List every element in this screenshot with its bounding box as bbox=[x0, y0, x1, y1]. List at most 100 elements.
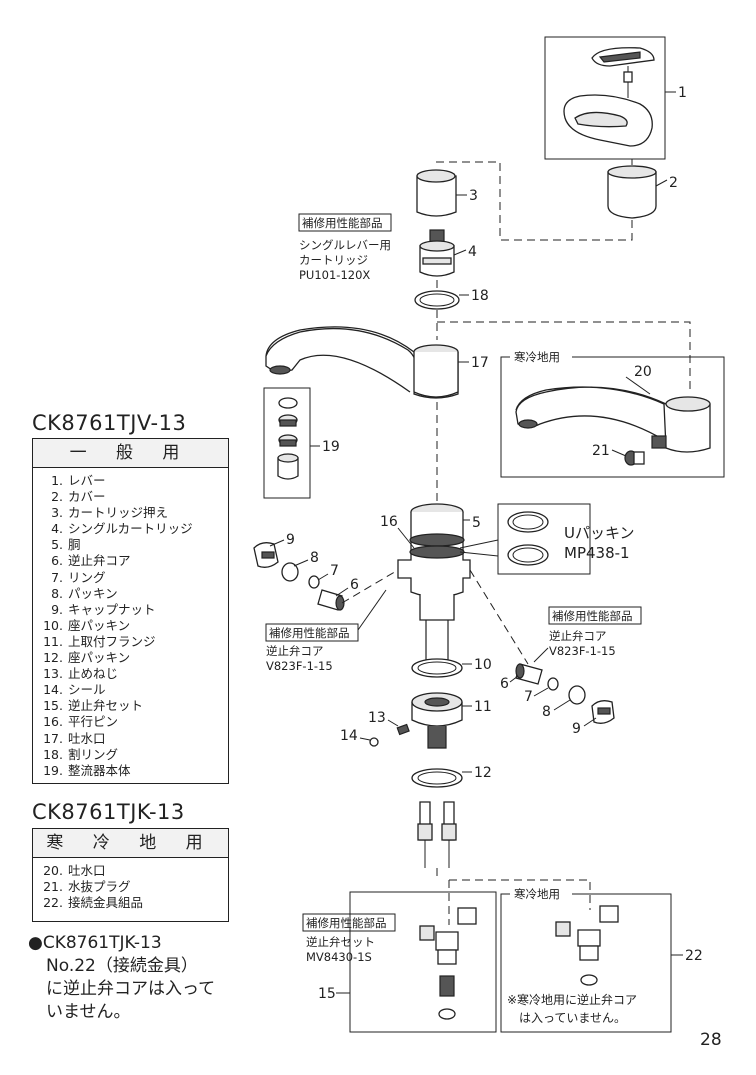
part-name: 座パッキン bbox=[68, 650, 131, 666]
part-list-item: 17.吐水口 bbox=[39, 731, 228, 747]
part-number: 14. bbox=[43, 682, 63, 698]
label-9b: 9 bbox=[572, 721, 581, 737]
part-name: 接続金具組品 bbox=[68, 895, 144, 911]
part-list-item: 5.胴 bbox=[39, 537, 228, 553]
part-name: カバー bbox=[68, 489, 106, 505]
part-name: シール bbox=[68, 682, 106, 698]
label-3: 3 bbox=[469, 188, 478, 204]
service-tag-cartridge-text: 補修用性能部品 bbox=[302, 216, 383, 230]
right-ring-part bbox=[547, 677, 559, 691]
model-general-title: CK8761TJV-13 bbox=[32, 411, 187, 435]
part-list-item: 19.整流器本体 bbox=[39, 763, 228, 779]
note-line-3: に逆止弁コアは入って bbox=[46, 979, 216, 999]
part-name: 止めねじ bbox=[68, 666, 119, 682]
label-15: 15 bbox=[318, 986, 336, 1002]
cover-part bbox=[607, 165, 657, 219]
label-14: 14 bbox=[340, 728, 358, 744]
part-number: 5. bbox=[51, 537, 63, 553]
note-block: ●CK8761TJK-13 No.22（接続金具） に逆止弁コアは入って いませ… bbox=[28, 932, 215, 1024]
label-17: 17 bbox=[471, 355, 489, 371]
service-tag-cartridge bbox=[298, 213, 392, 232]
label-16: 16 bbox=[380, 514, 398, 530]
part-number: 16. bbox=[43, 714, 63, 730]
part-name: シングルカートリッジ bbox=[68, 521, 193, 537]
right-check-valve-part bbox=[515, 663, 543, 685]
label-18: 18 bbox=[471, 288, 489, 304]
lever-box bbox=[544, 36, 666, 160]
drain-plug-part bbox=[624, 450, 645, 466]
service-tag-set bbox=[302, 913, 396, 932]
label-7a: 7 bbox=[330, 563, 339, 579]
part-name: パッキン bbox=[68, 585, 118, 601]
right-packing-part bbox=[568, 685, 586, 705]
label-4: 4 bbox=[468, 244, 477, 260]
part-name: 吐水口 bbox=[68, 730, 106, 746]
u-packing-code: MP438-1 bbox=[564, 544, 630, 562]
note-line-1: ●CK8761TJK-13 bbox=[28, 933, 162, 953]
part-name: 水抜プラグ bbox=[68, 879, 131, 895]
part-list-item: 9.キャップナット bbox=[39, 602, 228, 618]
part-number: 12. bbox=[43, 650, 63, 666]
page-number: 28 bbox=[700, 1030, 722, 1050]
left-ring-part bbox=[308, 575, 320, 589]
cold-spout-part bbox=[515, 386, 711, 453]
label-22: 22 bbox=[685, 948, 703, 964]
part-list-item: 14. シール bbox=[39, 682, 228, 698]
left-check-valve-part bbox=[317, 589, 345, 611]
check-valve-left-code: V823F-1-15 bbox=[266, 659, 333, 673]
left-packing-part bbox=[281, 562, 299, 582]
part-list-item: 22. 接続金具組品 bbox=[39, 895, 228, 911]
part-number: 15. bbox=[43, 698, 63, 714]
check-valve-right-code: V823F-1-15 bbox=[549, 644, 616, 658]
set-screw-part bbox=[396, 723, 410, 736]
part-number: 2. bbox=[51, 489, 63, 505]
check-valve-set-part bbox=[419, 907, 477, 1020]
lever-part bbox=[563, 47, 655, 147]
part-number: 13. bbox=[43, 666, 63, 682]
cold-fitting-part bbox=[555, 905, 619, 986]
category-general: 一 般 用 bbox=[33, 439, 228, 468]
part-number: 20. bbox=[43, 863, 63, 878]
part-list-item: 6.逆止弁コア bbox=[39, 553, 228, 569]
check-valve-set-box bbox=[349, 891, 497, 1033]
part-name: 平行ピン bbox=[68, 714, 119, 730]
label-8a: 8 bbox=[310, 550, 319, 566]
label-13: 13 bbox=[368, 710, 386, 726]
cold-fitting-note1: ※寒冷地用に逆止弁コア bbox=[507, 992, 637, 1007]
part-number: 4. bbox=[51, 521, 63, 537]
service-tag-right-text: 補修用性能部品 bbox=[552, 609, 633, 623]
part-number: 21. bbox=[43, 879, 63, 895]
part-number: 18. bbox=[43, 746, 63, 762]
part-number: 1. bbox=[51, 473, 63, 488]
part-name: 割リング bbox=[68, 746, 119, 762]
part-number: 10. bbox=[43, 617, 63, 633]
cold-spout-box bbox=[500, 356, 725, 478]
upper-flange-part bbox=[411, 692, 463, 749]
part-list-item: 13. 止めねじ bbox=[39, 666, 228, 682]
label-5: 5 bbox=[472, 515, 481, 531]
part-list-item: 21. 水抜プラグ bbox=[39, 879, 228, 895]
cold-fitting-box bbox=[500, 893, 672, 1033]
service-tag-left-text: 補修用性能部品 bbox=[269, 626, 350, 640]
part-list-item: 4. シングルカートリッジ bbox=[39, 521, 228, 537]
label-10: 10 bbox=[474, 657, 492, 673]
part-name: 座パッキン bbox=[68, 617, 131, 633]
part-number: 19. bbox=[43, 762, 63, 778]
part-list-item: 11.上取付フランジ bbox=[39, 634, 228, 650]
cartridge-part bbox=[419, 229, 455, 277]
service-tag-set-text: 補修用性能部品 bbox=[306, 916, 387, 930]
part-number: 22. bbox=[43, 895, 63, 911]
label-7b: 7 bbox=[524, 689, 533, 705]
model-cold-title: CK8761TJK-13 bbox=[32, 800, 185, 824]
part-name: レバー bbox=[68, 473, 106, 488]
cartridge-holder-part bbox=[416, 169, 457, 217]
part-list-item: 1. レバー bbox=[39, 473, 228, 489]
part-list-item: 8.パッキン bbox=[39, 586, 228, 602]
left-cap-nut-part bbox=[253, 542, 279, 568]
part-list-item: 3.カートリッジ押え bbox=[39, 505, 228, 521]
part-list-item: 2. カバー bbox=[39, 489, 228, 505]
check-valve-right-name: 逆止弁コア bbox=[549, 629, 607, 643]
part-name: 上取付フランジ bbox=[68, 633, 156, 649]
